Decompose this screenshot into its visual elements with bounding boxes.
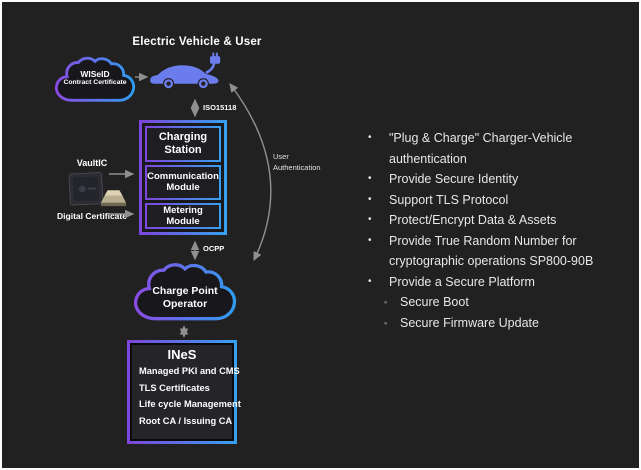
- bullet-text: Provide a Secure Platform: [389, 274, 535, 289]
- bullet-item: • "Plug & Charge" Charger-Vehicle authent…: [358, 128, 600, 169]
- bullet-marker: •: [368, 193, 372, 205]
- bullet-marker: •: [368, 275, 372, 287]
- ines-item: Root CA / Issuing CA: [139, 415, 233, 426]
- bullet-item: • Support TLS Protocol: [358, 190, 600, 211]
- user-authentication-label: User Authentication: [273, 152, 321, 173]
- sub-bullet-item: ◦ Secure Boot: [372, 292, 600, 313]
- user-auth-line2: Authentication: [273, 162, 321, 172]
- charging-station-title: Charging Station: [145, 126, 221, 162]
- ines-box: INeS Managed PKI and CMS TLS Certificate…: [127, 340, 241, 444]
- wiseid-cloud-shape: [54, 56, 136, 102]
- vaultic-label: VaultIC: [76, 158, 108, 168]
- digital-certificate-label: Digital Certificate: [57, 211, 127, 221]
- diagram-title: Electric Vehicle & User: [132, 36, 262, 48]
- bullet-item: • Protect/Encrypt Data & Assets: [358, 210, 600, 231]
- cpo-cloud-shape: [133, 263, 237, 321]
- electric-car-icon: [150, 52, 221, 90]
- user-auth-line1: User: [273, 152, 289, 161]
- bullet-text: Protect/Encrypt Data & Assets: [389, 213, 557, 227]
- benefits-list: • "Plug & Charge" Charger-Vehicle authent…: [358, 128, 600, 333]
- charging-station-box: Charging Station Communication Module Me…: [139, 120, 227, 235]
- communication-module-cell: Communication Module: [145, 164, 221, 200]
- bullet-item: • Provide Secure Identity: [358, 169, 600, 190]
- bullet-marker: •: [368, 214, 372, 225]
- vaultic-chip-image: [68, 172, 127, 207]
- arrow-certificate-to-metering: [109, 210, 135, 218]
- ines-item: Managed PKI and CMS: [139, 366, 240, 376]
- bullet-marker: •: [368, 234, 372, 246]
- bullet-text: Provide Secure Identity: [389, 172, 519, 186]
- bullet-text: Secure Firmware Update: [400, 315, 539, 330]
- ocpp-label: OCPP: [203, 244, 225, 253]
- sub-bullet-item: ◦ Secure Firmware Update: [372, 313, 600, 334]
- arrow-wiseid-to-car: [135, 73, 149, 81]
- bullet-marker: •: [368, 132, 372, 143]
- ines-title: INeS: [167, 347, 197, 362]
- cpo-line2: Operator: [162, 298, 208, 310]
- iso15118-label: ISO15118: [203, 103, 237, 112]
- arrow-cpo-ines: [179, 325, 189, 338]
- bullet-text: "Plug & Charge" Charger-Vehicle authenti…: [389, 131, 573, 166]
- sub-bullet-marker: ◦: [384, 317, 388, 328]
- arrow-chargingstation-cpo: [190, 240, 200, 261]
- bullet-text: Provide True Random Number for cryptogra…: [389, 233, 594, 269]
- bullet-item: • Provide True Random Number for cryptogr…: [358, 231, 600, 272]
- wiseid-cloud-label: WISeID Contract Certificate: [52, 69, 138, 88]
- wiseid-line2: Contract Certificate: [63, 79, 127, 86]
- arrow-vaultic-to-communication: [109, 170, 135, 178]
- wiseid-line1: WISeID: [80, 69, 110, 79]
- cpo-cloud-label: Charge Point Operator: [128, 285, 242, 311]
- sub-bullet-marker: ◦: [384, 297, 388, 307]
- metering-module-cell: Metering Module: [145, 203, 221, 229]
- arrow-car-chargingstation: [190, 98, 200, 118]
- bullet-text: Secure Boot: [400, 295, 469, 309]
- user-authentication-arc: [229, 83, 272, 262]
- cpo-line1: Charge Point: [152, 285, 218, 297]
- bullet-text: Support TLS Protocol: [389, 192, 509, 207]
- ines-item: TLS Certificates: [139, 382, 210, 393]
- ines-item: Life cycle Management: [139, 399, 241, 409]
- bullet-item: • Provide a Secure Platform: [358, 272, 600, 293]
- bullet-marker: •: [368, 173, 372, 184]
